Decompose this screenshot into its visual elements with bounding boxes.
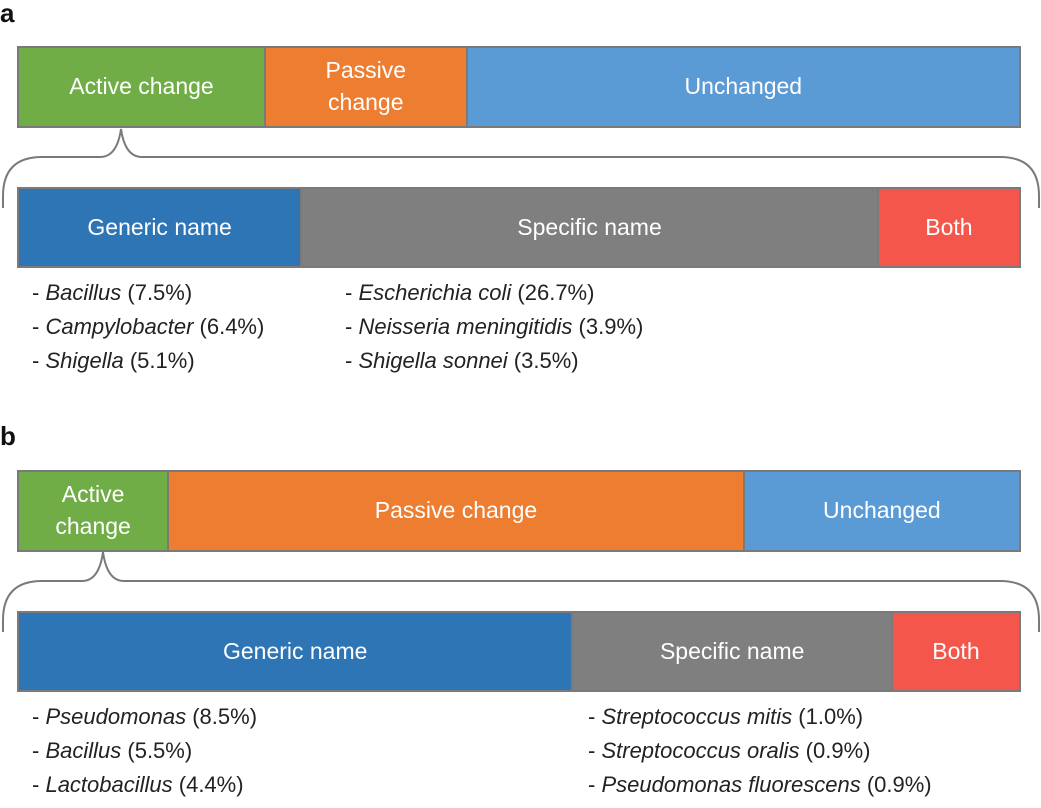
list-item: - Neisseria meningitidis (3.9%) bbox=[345, 310, 643, 344]
panel-a-label: a bbox=[0, 0, 15, 28]
bullet-dash: - bbox=[32, 738, 46, 763]
panel-b-both-segment: Both bbox=[890, 611, 1021, 692]
panel-a-specific-name-segment: Specific name bbox=[300, 187, 879, 268]
panel-a-generic-examples: - Bacillus (7.5%) - Campylobacter (6.4%)… bbox=[32, 276, 264, 378]
panel-a-active-change-segment: Active change bbox=[17, 46, 266, 128]
percentage: (3.9%) bbox=[572, 314, 644, 339]
list-item: - Lactobacillus (4.4%) bbox=[32, 768, 257, 802]
list-item: - Streptococcus mitis (1.0%) bbox=[588, 700, 932, 734]
panel-a-specific-examples: - Escherichia coli (26.7%) - Neisseria m… bbox=[345, 276, 643, 378]
percentage: (0.9%) bbox=[799, 738, 871, 763]
list-item: - Shigella (5.1%) bbox=[32, 344, 264, 378]
list-item: - Shigella sonnei (3.5%) bbox=[345, 344, 643, 378]
panel-b-label: b bbox=[0, 421, 16, 451]
percentage: (0.9%) bbox=[860, 772, 932, 797]
organism-name: Pseudomonas fluorescens bbox=[601, 772, 861, 797]
organism-name: Neisseria meningitidis bbox=[358, 314, 573, 339]
panel-a-sub-bar: Generic name Specific name Both bbox=[17, 187, 1021, 268]
organism-name: Lactobacillus bbox=[45, 772, 173, 797]
percentage: (7.5%) bbox=[121, 280, 193, 305]
bullet-dash: - bbox=[32, 348, 46, 373]
panel-a-both-segment: Both bbox=[876, 187, 1021, 268]
bullet-dash: - bbox=[345, 348, 359, 373]
list-item: - Pseudomonas (8.5%) bbox=[32, 700, 257, 734]
list-item: - Pseudomonas fluorescens (0.9%) bbox=[588, 768, 932, 802]
panel-b-top-bar: Active change Passive change Unchanged bbox=[17, 470, 1021, 552]
percentage: (5.5%) bbox=[121, 738, 193, 763]
organism-name: Escherichia coli bbox=[358, 280, 512, 305]
organism-name: Shigella bbox=[45, 348, 124, 373]
panel-a-passive-change-segment: Passive change bbox=[263, 46, 468, 128]
bullet-dash: - bbox=[32, 280, 46, 305]
organism-name: Streptococcus oralis bbox=[601, 738, 800, 763]
organism-name: Bacillus bbox=[45, 280, 122, 305]
panel-b-specific-name-segment: Specific name bbox=[571, 611, 893, 692]
bullet-dash: - bbox=[32, 704, 46, 729]
list-item: - Campylobacter (6.4%) bbox=[32, 310, 264, 344]
bullet-dash: - bbox=[345, 280, 359, 305]
panel-b-sub-bar: Generic name Specific name Both bbox=[17, 611, 1021, 692]
list-item: - Streptococcus oralis (0.9%) bbox=[588, 734, 932, 768]
panel-a-unchanged-segment: Unchanged bbox=[465, 46, 1021, 128]
list-item: - Bacillus (5.5%) bbox=[32, 734, 257, 768]
panel-b-active-change-segment: Active change bbox=[17, 470, 170, 552]
panel-b-passive-change-segment: Passive change bbox=[167, 470, 745, 552]
list-item: - Escherichia coli (26.7%) bbox=[345, 276, 643, 310]
percentage: (1.0%) bbox=[792, 704, 864, 729]
organism-name: Pseudomonas bbox=[45, 704, 187, 729]
percentage: (4.4%) bbox=[172, 772, 244, 797]
panel-a-top-bar: Active change Passive change Unchanged bbox=[17, 46, 1021, 128]
bullet-dash: - bbox=[32, 772, 46, 797]
percentage: (26.7%) bbox=[511, 280, 595, 305]
bullet-dash: - bbox=[32, 314, 46, 339]
percentage: (8.5%) bbox=[186, 704, 258, 729]
panel-b-unchanged-segment: Unchanged bbox=[742, 470, 1021, 552]
panel-b-specific-examples: - Streptococcus mitis (1.0%) - Streptoco… bbox=[588, 700, 932, 802]
percentage: (5.1%) bbox=[123, 348, 195, 373]
percentage: (3.5%) bbox=[507, 348, 579, 373]
panel-b-generic-examples: - Pseudomonas (8.5%) - Bacillus (5.5%) -… bbox=[32, 700, 257, 802]
organism-name: Streptococcus mitis bbox=[601, 704, 793, 729]
percentage: (6.4%) bbox=[193, 314, 265, 339]
panel-a-generic-name-segment: Generic name bbox=[17, 187, 303, 268]
organism-name: Shigella sonnei bbox=[358, 348, 508, 373]
panel-b-generic-name-segment: Generic name bbox=[17, 611, 574, 692]
bullet-dash: - bbox=[588, 704, 602, 729]
bullet-dash: - bbox=[588, 738, 602, 763]
list-item: - Bacillus (7.5%) bbox=[32, 276, 264, 310]
organism-name: Campylobacter bbox=[45, 314, 194, 339]
bullet-dash: - bbox=[345, 314, 359, 339]
organism-name: Bacillus bbox=[45, 738, 122, 763]
bullet-dash: - bbox=[588, 772, 602, 797]
